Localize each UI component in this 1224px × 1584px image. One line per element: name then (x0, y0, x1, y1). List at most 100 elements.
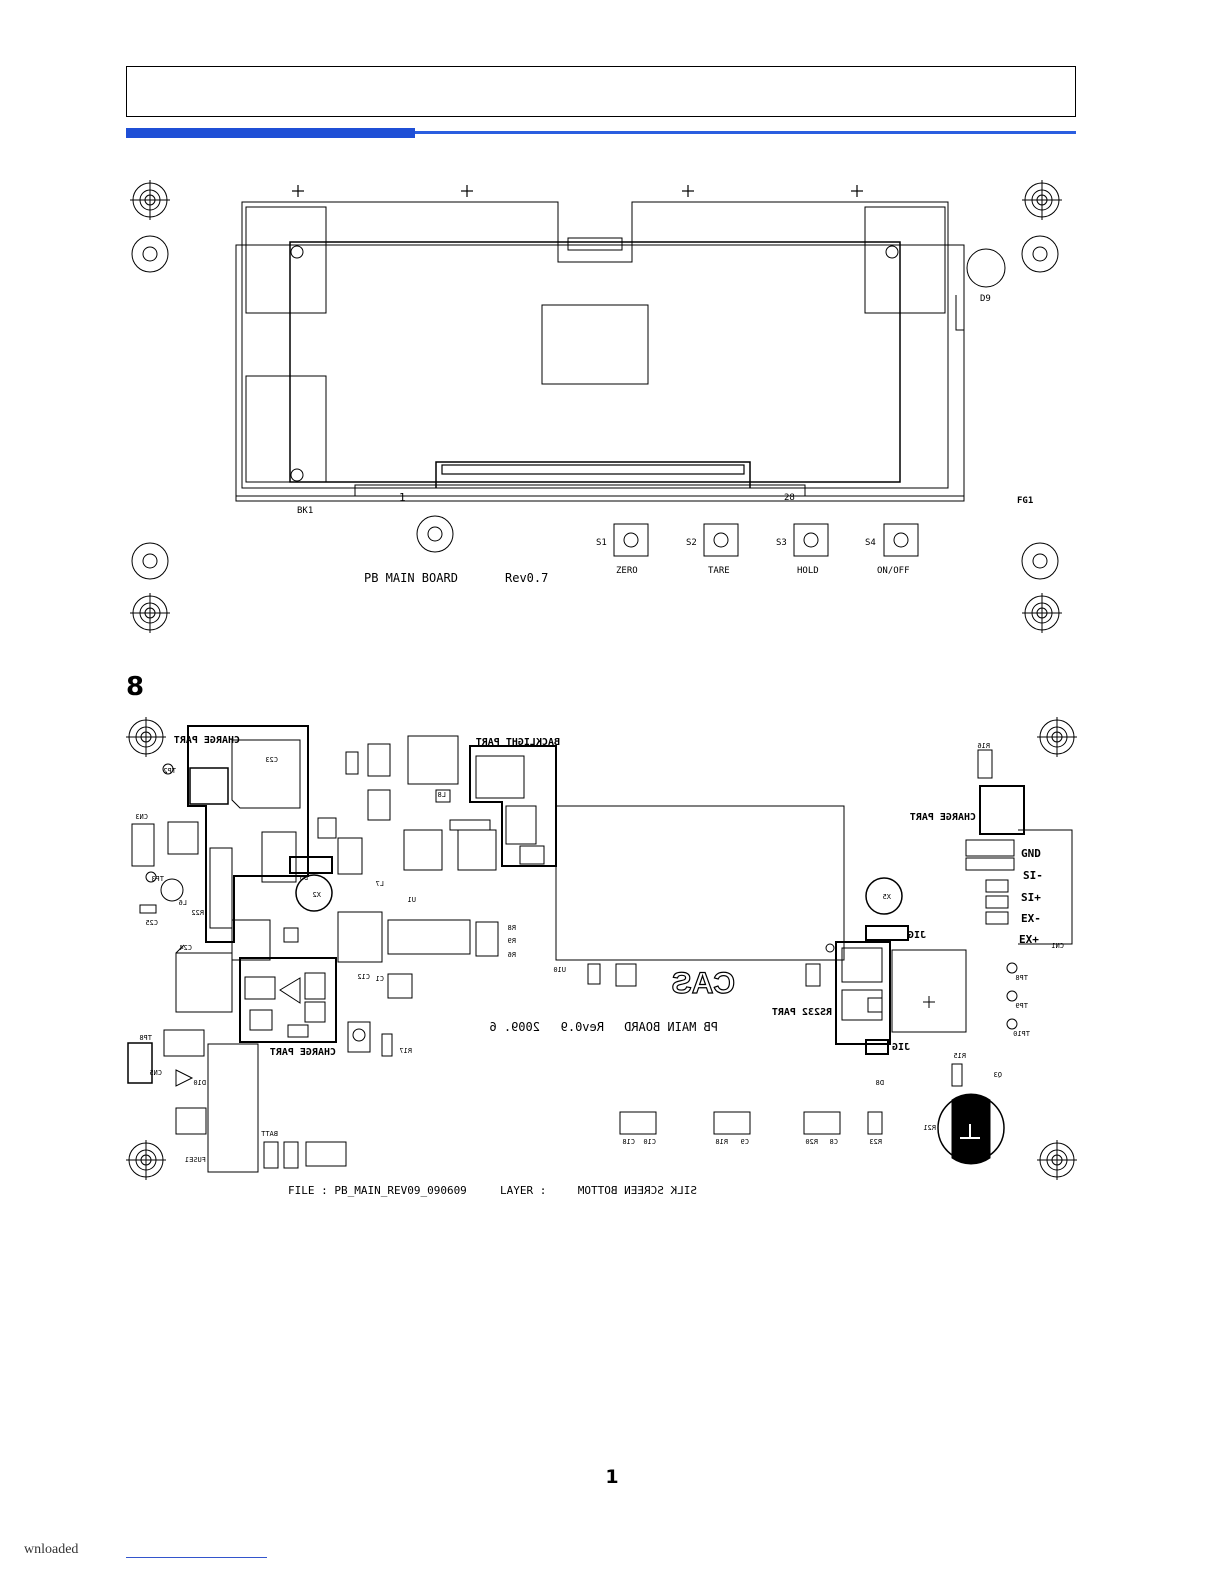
bk1-label: BK1 (297, 506, 313, 516)
label-rs232-part: RS232 PART (772, 1007, 832, 1018)
mount-hole (1021, 235, 1059, 273)
switch-label-tare: TARE (708, 566, 730, 576)
polarity-marks (292, 185, 863, 197)
switch-outlines (613, 523, 919, 557)
svg-text:C8: C8 (830, 1138, 838, 1146)
fg1-label: FG1 (1017, 496, 1033, 506)
svg-text:U10: U10 (553, 966, 566, 974)
connector-cn1 (1018, 829, 1073, 945)
part-u5 (231, 919, 271, 961)
svg-text:R15: R15 (953, 1052, 966, 1060)
svg-text:TP9: TP9 (1015, 1002, 1028, 1010)
cas-logo: CAS (672, 967, 735, 1000)
svg-text:TP8: TP8 (139, 1034, 152, 1042)
bottom-board-date: 2009. 6 (489, 1020, 540, 1034)
pin-ex-minus: EX- (1021, 912, 1041, 925)
layer-label: LAYER : (500, 1184, 546, 1197)
switch-ref-s3: S3 (776, 538, 787, 548)
cap-c17 (407, 735, 459, 785)
charge-part-right (979, 785, 1025, 835)
svg-text:C10: C10 (643, 1138, 656, 1146)
rs232-part-outline (835, 941, 891, 1045)
d9-label: D9 (980, 294, 991, 304)
label-charge-part-top: CHARGE PART (174, 735, 240, 746)
svg-text:C9: C9 (741, 1138, 749, 1146)
header-rule-accent (126, 128, 415, 138)
svg-text:C1: C1 (376, 975, 384, 983)
battery-pad (245, 206, 327, 314)
svg-text:R16: R16 (977, 742, 990, 750)
svg-text:R18: R18 (715, 1138, 728, 1146)
svg-text:TP3: TP3 (151, 875, 164, 883)
cap-c23 (231, 739, 301, 809)
switch-ref-s1: S1 (596, 538, 607, 548)
resistor-array (261, 831, 297, 883)
ic-u9 (209, 847, 233, 929)
battery-pad (891, 949, 967, 1033)
mount-hole (131, 235, 169, 273)
inductor-l8 (189, 767, 229, 805)
svg-text:R9: R9 (508, 937, 516, 945)
connector-cn3 (131, 823, 155, 867)
part-p8 (175, 1107, 207, 1135)
file-label: FILE : PB_MAIN_REV09_090609 (288, 1184, 467, 1197)
board-outline (241, 201, 949, 489)
svg-text:CN3: CN3 (135, 813, 148, 821)
pin1-label: 1 (399, 491, 406, 504)
lcd-connector (441, 464, 745, 475)
svg-text:CN1: CN1 (1051, 942, 1064, 950)
charge-part-outline-top (187, 725, 309, 943)
lcd-area (555, 805, 845, 961)
jig-top (865, 925, 909, 941)
svg-text:R6: R6 (508, 951, 516, 959)
pin-ex-plus: EX+ (1019, 933, 1039, 946)
svg-text:C23: C23 (265, 756, 278, 764)
svg-text:C24: C24 (179, 944, 192, 952)
mount-hole-crosshair (1037, 717, 1077, 757)
header-box (126, 66, 1076, 117)
board-revision: Rev0.7 (505, 571, 548, 585)
svg-text:D10: D10 (193, 1079, 206, 1087)
page-number: 1 (605, 1466, 619, 1488)
pin-si-plus: SI+ (1021, 891, 1041, 904)
svg-text:C18: C18 (622, 1138, 635, 1146)
svg-text:BATT: BATT (260, 1130, 278, 1138)
crystal-x5 (865, 877, 903, 915)
switch-label-zero: ZERO (616, 566, 638, 576)
switch-ref-s4: S4 (865, 538, 876, 548)
mount-hole-crosshair (130, 180, 170, 220)
svg-text:R17: R17 (399, 1047, 412, 1055)
svg-text:TP2: TP2 (163, 767, 176, 775)
label-charge-part-right: CHARGE PART (910, 812, 976, 823)
mount-hole (416, 515, 454, 553)
svg-text:R20: R20 (805, 1138, 818, 1146)
switch-ref-s2: S2 (686, 538, 697, 548)
footer-link-underline (126, 1557, 267, 1558)
lcd-window (289, 241, 901, 483)
svg-text:R8: R8 (508, 924, 516, 932)
svg-text:TP10: TP10 (1013, 1030, 1030, 1038)
mount-hole-crosshair (1022, 180, 1062, 220)
svg-text:FUSE1: FUSE1 (185, 1156, 206, 1164)
buzzer (966, 248, 1006, 288)
crystal-x2 (295, 874, 333, 912)
switch-label-hold: HOLD (797, 566, 819, 576)
tp-l6 (160, 878, 184, 902)
svg-text:C12: C12 (357, 973, 370, 981)
svg-text:Q3: Q3 (994, 1071, 1002, 1079)
svg-text:D5: D5 (300, 874, 308, 882)
layer-value: SILK SCREEN BOTTOM (577, 1184, 697, 1197)
bottom-board-revision: Rev0.9 (561, 1020, 604, 1034)
svg-text:R21: R21 (923, 1124, 936, 1132)
svg-text:R22: R22 (191, 909, 204, 917)
section-number: 8 (126, 672, 145, 702)
cap-c24 (175, 944, 233, 1013)
ic-c14 (403, 829, 443, 871)
pin-gnd: GND (1021, 847, 1041, 860)
mount-hole-crosshair (130, 593, 170, 633)
bottom-edge (354, 484, 806, 496)
